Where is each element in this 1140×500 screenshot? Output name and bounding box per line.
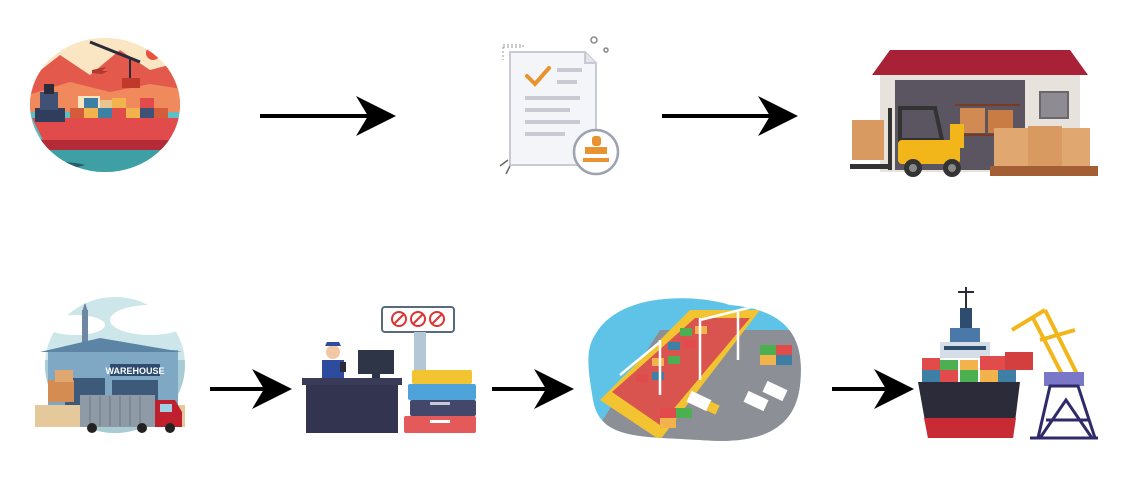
flow-arrows	[210, 96, 914, 409]
warehouse-truck-icon: WAREHOUSE	[35, 297, 185, 433]
warehouse-sign-text: WAREHOUSE	[105, 366, 164, 376]
cargo-ship-port-icon	[30, 38, 180, 172]
warehouse-forklift-icon	[850, 50, 1098, 177]
approved-document-stamp-icon	[499, 36, 620, 176]
container-terminal-icon	[588, 298, 801, 441]
customs-officer-luggage-icon	[302, 306, 476, 433]
container-ship-crane-icon	[918, 287, 1098, 440]
